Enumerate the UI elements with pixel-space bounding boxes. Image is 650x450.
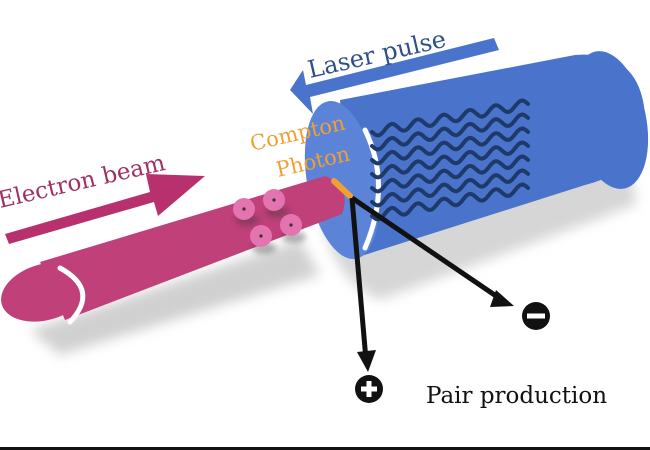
wave-line <box>370 140 530 180</box>
pair-production-label: Pair production <box>426 383 607 409</box>
electron-particle <box>263 189 289 218</box>
electron-beam-arrow <box>5 174 205 244</box>
wave-line <box>370 126 530 166</box>
electron-beam-shadow <box>30 240 320 355</box>
minus-circle-icon <box>522 302 550 330</box>
wave-line <box>370 154 530 194</box>
wave-line <box>370 182 530 222</box>
electron-particle <box>250 225 276 254</box>
plus-circle-icon <box>355 375 383 403</box>
electron-bunch <box>233 189 306 254</box>
wave-line <box>370 112 530 152</box>
bottom-border <box>0 447 650 450</box>
wave-line <box>370 168 530 208</box>
pair-lines <box>349 195 514 372</box>
electron-particle <box>233 198 259 226</box>
electron-particle <box>280 214 306 243</box>
compton-photon <box>331 178 353 199</box>
wave-line <box>370 98 530 138</box>
laser-pulse-arrow <box>290 38 499 114</box>
laser-waves <box>370 98 530 222</box>
